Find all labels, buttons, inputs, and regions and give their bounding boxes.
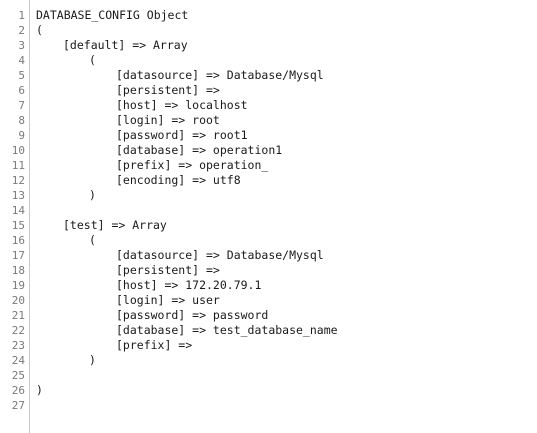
line-number: 5 — [18, 69, 25, 82]
line-number: 20 — [11, 294, 25, 307]
line-number: 7 — [18, 99, 25, 112]
code-line[interactable]: 13) — [0, 188, 537, 203]
line-number: 6 — [18, 84, 25, 97]
code-line[interactable]: 15 [test] => Array — [0, 218, 537, 233]
code-line[interactable]: 1 DATABASE_CONFIG Object — [0, 8, 537, 23]
line-number: 23 — [11, 339, 25, 352]
line-number: 26 — [11, 384, 25, 397]
line-text: ( — [36, 23, 43, 37]
line-number: 14 — [11, 204, 25, 217]
line-number: 16 — [11, 234, 25, 247]
code-line[interactable]: 5 [datasource] => Database/Mysql — [0, 68, 537, 83]
code-line[interactable]: 9 [password] => root1 — [0, 128, 537, 143]
code-line[interactable]: 23 [prefix] => — [0, 338, 537, 353]
line-number: 15 — [11, 219, 25, 232]
code-line[interactable]: 24) — [0, 353, 537, 368]
line-number: 11 — [11, 159, 25, 172]
line-number: 8 — [18, 114, 25, 127]
line-text: ) — [89, 353, 96, 367]
code-line[interactable]: 19 [host] => 172.20.79.1 — [0, 278, 537, 293]
line-number-gutter — [0, 0, 30, 433]
line-text: [persistent] => — [116, 263, 220, 277]
line-text: ) — [89, 188, 96, 202]
code-line[interactable]: 8 [login] => root — [0, 113, 537, 128]
code-line[interactable]: 27 — [0, 398, 537, 413]
line-number: 2 — [18, 24, 25, 37]
line-number: 24 — [11, 354, 25, 367]
line-number: 10 — [11, 144, 25, 157]
line-number: 27 — [11, 399, 25, 412]
code-line[interactable]: 26) — [0, 383, 537, 398]
line-text: [host] => 172.20.79.1 — [116, 278, 262, 292]
code-line[interactable]: 7 [host] => localhost — [0, 98, 537, 113]
line-text: ( — [89, 53, 96, 67]
line-number: 1 — [18, 9, 25, 22]
line-number: 19 — [11, 279, 25, 292]
code-line[interactable]: 11 [prefix] => operation_ — [0, 158, 537, 173]
line-text: [default] => Array — [63, 38, 188, 52]
code-line[interactable]: 3 [default] => Array — [0, 38, 537, 53]
line-number: 21 — [11, 309, 25, 322]
line-number: 22 — [11, 324, 25, 337]
line-text: [prefix] => operation_ — [116, 158, 269, 172]
code-line[interactable]: 21 [password] => password — [0, 308, 537, 323]
code-line[interactable]: 25 — [0, 368, 537, 383]
line-number: 3 — [18, 39, 25, 52]
line-text: [host] => localhost — [116, 98, 248, 112]
line-number: 13 — [11, 189, 25, 202]
code-line[interactable]: 12 [encoding] => utf8 — [0, 173, 537, 188]
code-line[interactable]: 16 ( — [0, 233, 537, 248]
line-text: [database] => operation1 — [116, 143, 283, 157]
line-text: [database] => test_database_name — [116, 323, 338, 337]
line-text: [persistent] => — [116, 83, 220, 97]
line-text: DATABASE_CONFIG Object — [36, 8, 189, 22]
line-number: 4 — [18, 54, 25, 67]
code-line[interactable]: 17 [datasource] => Database/Mysql — [0, 248, 537, 263]
code-line[interactable]: 22 [database] => test_database_name — [0, 323, 537, 338]
line-text: [password] => root1 — [116, 128, 248, 142]
line-text: [datasource] => Database/Mysql — [116, 68, 324, 82]
line-text: [prefix] => — [116, 338, 193, 352]
line-text: [password] => password — [116, 308, 269, 322]
line-text: [test] => Array — [63, 218, 167, 232]
code-line[interactable]: 14 — [0, 203, 537, 218]
line-number: 18 — [11, 264, 25, 277]
line-text: [encoding] => utf8 — [116, 173, 241, 187]
line-number: 25 — [11, 369, 25, 382]
line-number: 9 — [18, 129, 25, 142]
line-number: 17 — [11, 249, 25, 262]
code-line[interactable]: 18 [persistent] => — [0, 263, 537, 278]
line-number: 12 — [11, 174, 25, 187]
line-text: [login] => root — [116, 113, 220, 127]
code-line[interactable]: 2( — [0, 23, 537, 38]
line-text: [login] => user — [116, 293, 220, 307]
line-text: [datasource] => Database/Mysql — [116, 248, 324, 262]
code-line[interactable]: 6 [persistent] => — [0, 83, 537, 98]
line-text: ( — [89, 233, 96, 247]
line-text: ) — [36, 383, 43, 397]
code-line[interactable]: 10 [database] => operation1 — [0, 143, 537, 158]
code-line[interactable]: 4( — [0, 53, 537, 68]
code-line[interactable]: 20 [login] => user — [0, 293, 537, 308]
